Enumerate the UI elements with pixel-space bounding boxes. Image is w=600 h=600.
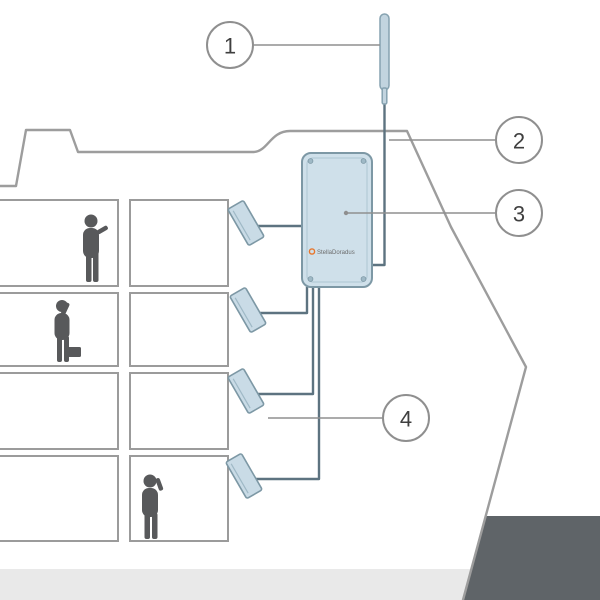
person-head [143, 474, 157, 488]
cabin-row4-col1 [0, 455, 119, 542]
callout-circle-3 [495, 189, 543, 237]
panel-antenna-3 [227, 368, 265, 414]
callout-4: 4 [268, 394, 430, 442]
panel-edge-line [232, 378, 251, 409]
leader-dot-3 [343, 210, 349, 216]
people-silhouettes [54, 214, 164, 539]
cabin-row3-col2 [129, 372, 229, 450]
panel-antenna-4 [225, 453, 263, 499]
panel-face [229, 287, 267, 333]
callout-1: 1 [206, 21, 380, 69]
cable-runs [252, 103, 386, 481]
person-with-briefcase [54, 300, 81, 362]
antenna-rod [379, 13, 390, 91]
person-leg [86, 252, 92, 282]
ship-outline [0, 128, 528, 600]
panel-face [225, 453, 263, 499]
cabin-row1-col1 [0, 199, 119, 287]
screw-icon [360, 158, 367, 164]
person-arm [60, 302, 70, 316]
external-antenna [379, 13, 390, 105]
brand-label: StellaDoradus [317, 250, 355, 256]
cabin-row2-col2 [129, 292, 229, 367]
person-arm [96, 225, 108, 235]
person-leg [64, 336, 69, 362]
antenna-mount [381, 87, 388, 105]
callout-circle-2 [495, 116, 543, 164]
cable-panel4 [252, 287, 321, 481]
repeater-faceplate [306, 157, 368, 283]
screw-icon [360, 276, 367, 282]
callout-3: 3 [343, 189, 543, 237]
callout-number-1: 1 [224, 34, 236, 59]
panel-antenna-2 [229, 287, 267, 333]
person-leg [57, 336, 62, 362]
callout-number-3: 3 [513, 202, 525, 227]
person-leg [144, 513, 150, 539]
screw-icon [307, 158, 314, 164]
pier-dark-block [463, 516, 600, 600]
cabin-grid [0, 199, 229, 542]
callout-2: 2 [389, 116, 543, 164]
callout-number-2: 2 [513, 129, 525, 154]
internal-antennas [225, 200, 267, 499]
briefcase [68, 347, 81, 357]
callout-circle-4 [382, 394, 430, 442]
brand-logo-icon [308, 248, 316, 255]
panel-antenna-1 [227, 200, 265, 246]
panel-edge-line [232, 210, 251, 241]
person-standing-phone [83, 214, 108, 282]
cable-external-antenna [372, 103, 386, 267]
waterline-strip [0, 569, 471, 600]
panel-face [227, 200, 265, 246]
repeater-housing [301, 152, 373, 288]
person-arm [155, 478, 164, 491]
callout-circle-1 [206, 21, 254, 69]
callout-number-4: 4 [400, 407, 412, 432]
person-on-phone [142, 474, 164, 539]
person-head [84, 214, 98, 228]
person-leg [152, 513, 158, 539]
repeater-unit: StellaDoradus [301, 152, 373, 288]
cable-panel2 [256, 287, 309, 315]
cable-panel3 [254, 287, 315, 396]
person-torso [142, 488, 158, 517]
person-leg [93, 252, 99, 282]
screw-icon [307, 276, 314, 282]
cabin-row1-col2 [129, 199, 229, 287]
panel-face [227, 368, 265, 414]
person-torso [54, 313, 70, 340]
panel-edge-line [234, 297, 253, 328]
person-torso [83, 228, 99, 258]
cabin-row3-col1 [0, 372, 119, 450]
panel-edge-line [230, 463, 249, 494]
